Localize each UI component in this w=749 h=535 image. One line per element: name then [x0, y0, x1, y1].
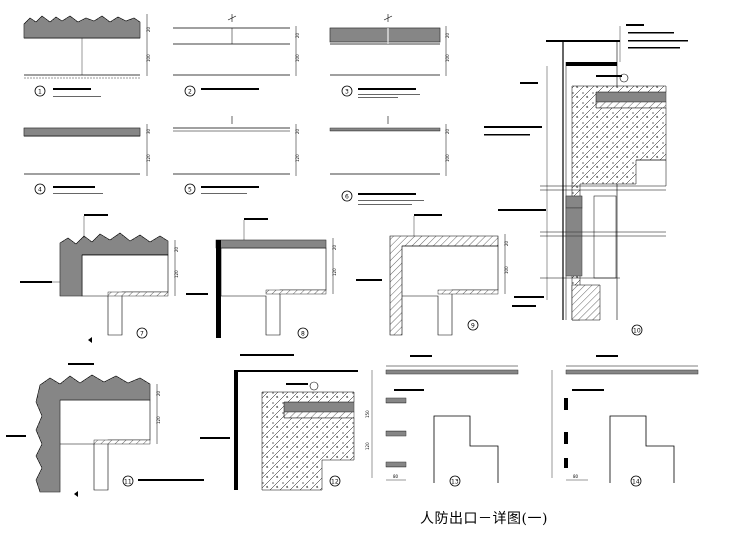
- dim-d20: 120: [156, 416, 161, 424]
- detail-14: 80 14: [551, 355, 699, 487]
- dim-d3: 20: [295, 32, 300, 38]
- detail-9-number: 9: [471, 323, 475, 330]
- dim-d4: 100: [295, 54, 300, 62]
- detail-14-number: 14: [632, 479, 640, 486]
- dim-d5: 20: [445, 32, 450, 38]
- dim-d10: 120: [295, 154, 300, 162]
- detail-6-number: 6: [345, 194, 349, 201]
- detail-12-number: 12: [331, 479, 339, 486]
- sheet-title: 人防出口－详图(一): [420, 511, 548, 527]
- dim-d9: 20: [295, 128, 300, 134]
- detail-11-number: 11: [124, 479, 132, 486]
- dim-d7: 30: [146, 128, 151, 134]
- dim-d17: 20: [504, 240, 509, 246]
- dim-d19: 20: [156, 390, 161, 396]
- dim-d15: 20: [332, 244, 337, 250]
- detail-5-number: 5: [188, 187, 192, 194]
- detail-3-number: 3: [345, 89, 349, 96]
- dim-d13: 20: [174, 246, 179, 252]
- dim-d11: 20: [445, 128, 450, 134]
- detail-10: 10: [484, 24, 688, 336]
- detail-1-number: 1: [38, 89, 42, 96]
- detail-6: 20 100 6: [329, 116, 450, 205]
- dim-d16: 120: [332, 268, 337, 276]
- dim-d6: 100: [445, 54, 450, 62]
- detail-13: 150 120 80 13: [365, 355, 519, 487]
- detail-9: 20 100 9: [356, 214, 509, 336]
- dim-d2: 100: [146, 54, 151, 62]
- detail-8: 20 120 8: [186, 218, 337, 339]
- dim-d24: 80: [573, 474, 579, 479]
- detail-2-number: 2: [188, 89, 192, 96]
- dim-d1: 20: [146, 26, 151, 32]
- detail-8-number: 8: [301, 331, 305, 338]
- detail-13-number: 13: [451, 479, 459, 486]
- detail-1: 20 100 1: [23, 14, 151, 97]
- detail-4-number: 4: [38, 187, 42, 194]
- detail-2: 20 100 2: [173, 14, 300, 97]
- dim-d12: 100: [445, 154, 450, 162]
- detail-11: 20 120 11: [6, 363, 204, 497]
- dim-d21: 150: [365, 410, 370, 418]
- detail-12: 12: [200, 354, 358, 491]
- dim-d22: 120: [365, 442, 370, 450]
- dim-d14: 120: [174, 270, 179, 278]
- detail-3: 20 100 3: [329, 14, 450, 98]
- detail-10-number: 10: [633, 328, 641, 335]
- detail-7: 20 120 7: [20, 214, 179, 343]
- detail-4: 30 120 4: [23, 124, 151, 195]
- dim-d8: 120: [146, 154, 151, 162]
- dim-d18: 100: [504, 266, 509, 274]
- detail-5: 20 120 5: [173, 116, 300, 195]
- dim-d23: 80: [393, 474, 399, 479]
- detail-7-number: 7: [140, 331, 144, 338]
